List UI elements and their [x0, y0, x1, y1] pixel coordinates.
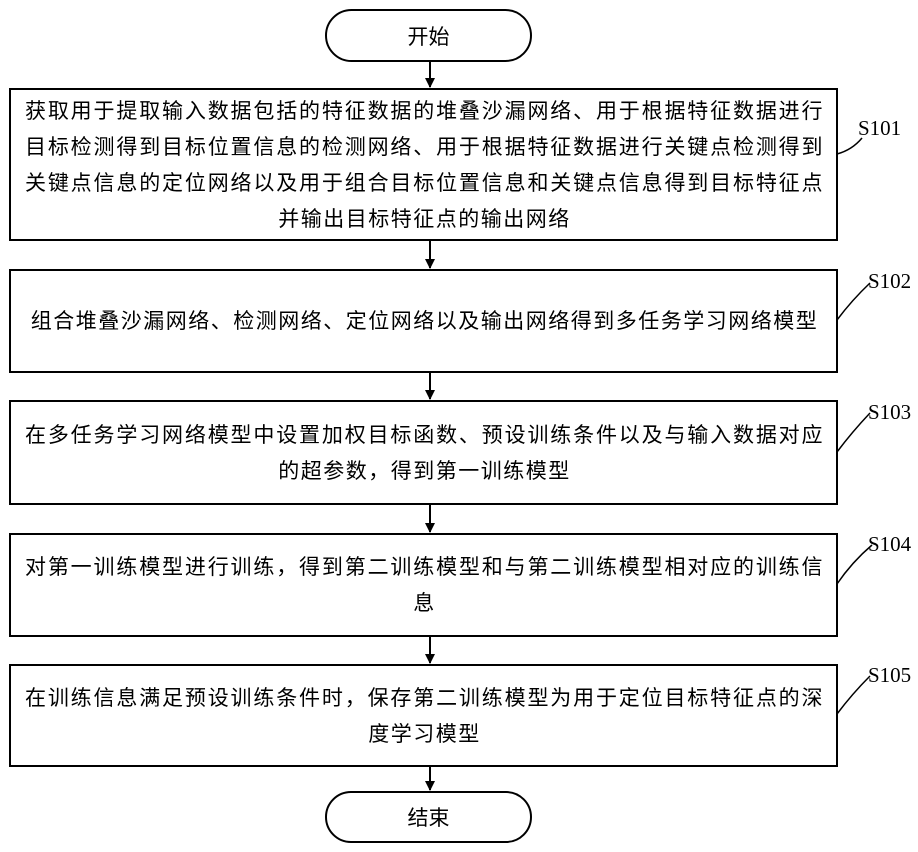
step-s103-label: S103 — [868, 400, 911, 425]
leader-s103 — [837, 413, 870, 452]
step-s102-text: 组合堆叠沙漏网络、检测网络、定位网络以及输出网络得到多任务学习网络模型 — [25, 303, 824, 339]
start-node: 开始 — [325, 9, 532, 62]
step-s103-text: 在多任务学习网络模型中设置加权目标函数、预设训练条件以及与输入数据对应的超参数，… — [25, 417, 824, 489]
step-s104-label: S104 — [868, 532, 911, 557]
end-node: 结束 — [325, 791, 532, 843]
step-s104-box: 对第一训练模型进行训练，得到第二训练模型和与第二训练模型相对应的训练信息 — [9, 533, 838, 637]
step-s105-label: S105 — [868, 663, 911, 688]
step-s105-box: 在训练信息满足预设训练条件时，保存第二训练模型为用于定位目标特征点的深度学习模型 — [9, 664, 838, 767]
step-s105-text: 在训练信息满足预设训练条件时，保存第二训练模型为用于定位目标特征点的深度学习模型 — [25, 680, 824, 752]
step-s102-label: S102 — [868, 269, 911, 294]
step-s104-text: 对第一训练模型进行训练，得到第二训练模型和与第二训练模型相对应的训练信息 — [25, 549, 824, 621]
step-s102-box: 组合堆叠沙漏网络、检测网络、定位网络以及输出网络得到多任务学习网络模型 — [9, 269, 838, 373]
end-label: 结束 — [408, 802, 450, 832]
step-s101-text: 获取用于提取输入数据包括的特征数据的堆叠沙漏网络、用于根据特征数据进行目标检测得… — [25, 93, 824, 237]
step-s101-box: 获取用于提取输入数据包括的特征数据的堆叠沙漏网络、用于根据特征数据进行目标检测得… — [9, 88, 838, 241]
step-s103-box: 在多任务学习网络模型中设置加权目标函数、预设训练条件以及与输入数据对应的超参数，… — [9, 400, 838, 505]
leader-s105 — [837, 676, 870, 714]
step-s101-label: S101 — [858, 116, 901, 141]
leader-s102 — [837, 283, 870, 320]
leader-s104 — [837, 545, 872, 584]
start-label: 开始 — [408, 21, 450, 51]
